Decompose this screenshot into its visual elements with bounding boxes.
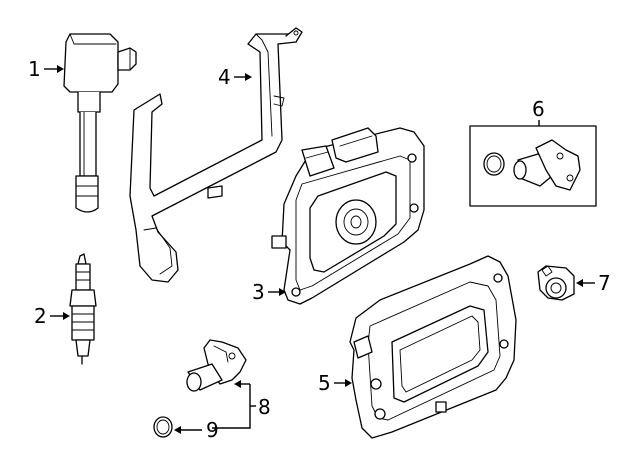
callout-1: 1 [28,57,64,81]
knock-sensor [537,265,575,301]
callout-7-number: 7 [598,271,611,295]
callout-8-number: 8 [258,395,271,419]
callout-9-number: 9 [206,418,219,442]
callout-4: 4 [218,65,252,89]
callout-4-number: 4 [218,65,231,89]
o-ring [153,416,173,438]
callout-3: 3 [252,280,286,304]
sensor-kit-box [469,125,597,207]
callout-5-number: 5 [318,371,331,395]
engine-control-module [271,127,425,305]
callout-8: 8 [212,380,271,429]
ignition-coil [63,33,137,213]
callout-7: 7 [576,271,611,295]
ecu-housing [349,255,517,439]
callout-2: 2 [34,304,70,328]
spark-plug [69,253,97,365]
callout-5: 5 [318,371,352,395]
position-sensor [186,339,247,392]
callout-6: 6 [532,97,545,126]
callout-1-number: 1 [28,57,41,81]
callout-9: 9 [174,418,219,442]
mounting-bracket [129,27,303,283]
callout-3-number: 3 [252,280,265,304]
callout-6-number: 6 [532,97,545,121]
callout-2-number: 2 [34,304,47,328]
